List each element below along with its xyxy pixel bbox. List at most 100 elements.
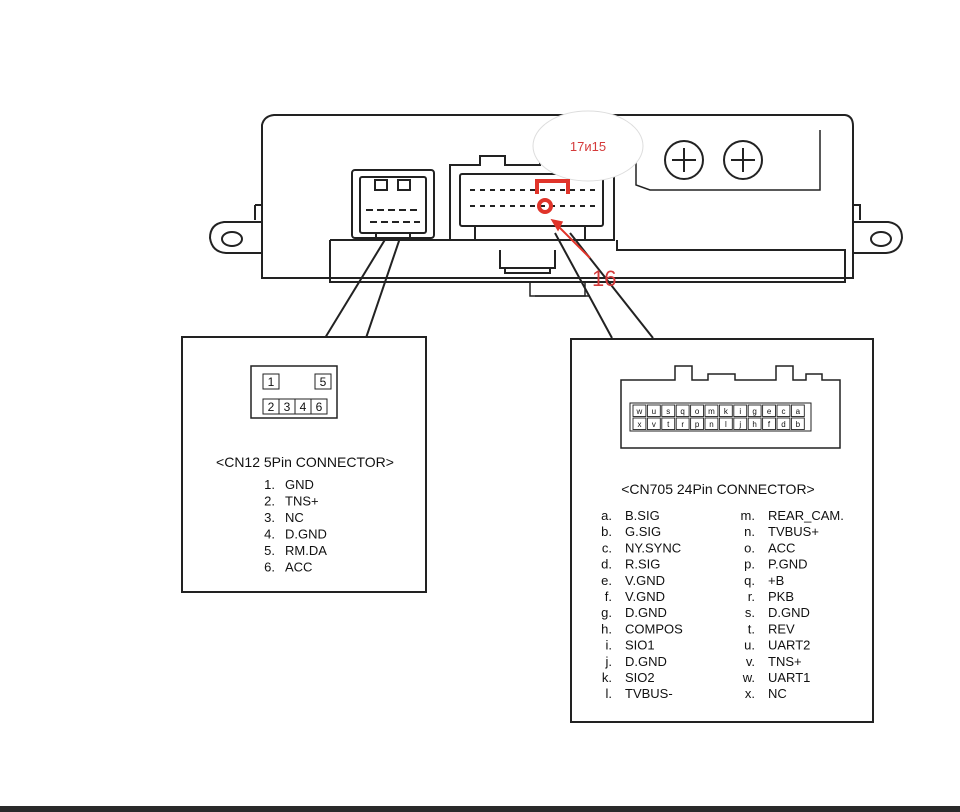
svg-text:p: p (695, 420, 700, 429)
svg-text:l: l (725, 420, 727, 429)
bottom-plate (329, 240, 846, 283)
svg-text:2: 2 (268, 400, 275, 414)
pin-name: COMPOS (625, 621, 683, 636)
pin-number: 3. (264, 510, 275, 525)
svg-text:t: t (667, 420, 670, 429)
pin-number: 1. (264, 477, 275, 492)
cn705-title: <CN705 24Pin CONNECTOR> (621, 481, 814, 497)
cn705-grid-cell: c (776, 404, 791, 417)
svg-text:e: e (767, 407, 772, 416)
cn705-grid-cell: e (762, 404, 776, 417)
pin-name: SIO1 (625, 638, 655, 653)
cn705-pin-row: o.ACC (744, 540, 795, 555)
cn705-pin-row: x. NC (745, 686, 787, 701)
svg-text:v: v (652, 420, 656, 429)
pin-letter: f. (605, 589, 612, 604)
svg-text:6: 6 (316, 400, 323, 414)
svg-text:a: a (796, 407, 801, 416)
bubble-text: 17и15 (570, 139, 606, 154)
cn705-grid-cell: p (690, 417, 704, 430)
cn705-grid-cell: q (675, 404, 690, 417)
cn12-title: <CN12 5Pin CONNECTOR> (216, 454, 394, 470)
cn705-pin-row: p.P.GND (744, 557, 807, 572)
cn705-pin-row: r.PKB (748, 589, 794, 604)
pin-letter: g. (601, 605, 612, 620)
cn705-pin-row: s.D.GND (745, 605, 810, 620)
pin-letter: u. (744, 638, 755, 653)
pin-letter: x. (745, 686, 755, 701)
cn705-pin-row: t.REV (748, 621, 795, 636)
cn705-grid-cell: r (675, 417, 690, 430)
cn705-grid-cell: t (661, 417, 676, 430)
svg-text:o: o (695, 407, 700, 416)
pin-name: TVBUS- (625, 686, 673, 701)
annotation-bubble: 17и15 (532, 110, 644, 182)
cn12-pin-row: 1.GND (264, 477, 314, 492)
pin-name: REAR_CAM. (768, 508, 844, 523)
pin-name: PKB (768, 589, 794, 604)
pin-letter: s. (745, 605, 755, 620)
cn705-pin-row: c.NY.SYNC (602, 540, 681, 555)
cn12-grid-cell: 6 (310, 398, 328, 415)
svg-text:5: 5 (320, 375, 327, 389)
pin-number: 4. (264, 527, 275, 542)
right-mount-ear (853, 221, 904, 254)
pin-name: G.SIG (625, 524, 661, 539)
screw-support (635, 130, 821, 191)
pin-letter: l. (606, 686, 613, 701)
cn705-grid-cell: x (632, 417, 647, 430)
pin-letter: t. (748, 621, 755, 636)
cn705-grid-cell: s (661, 404, 676, 417)
pin-name: NY.SYNC (625, 540, 681, 555)
pin-letter: k. (602, 670, 612, 685)
cn705-pin-row: u.UART2 (744, 638, 810, 653)
svg-text:n: n (709, 420, 713, 429)
bottom-bar (0, 806, 960, 812)
cn705-grid-cell: k (718, 404, 733, 417)
pin-name: ACC (768, 540, 795, 555)
svg-text:b: b (796, 420, 801, 429)
cn705-pin-row: q.+B (744, 573, 784, 588)
svg-text:c: c (781, 407, 785, 416)
pin-name: SIO2 (625, 670, 655, 685)
cn705-plug-outline (620, 365, 841, 449)
cn705-grid-cell: d (776, 417, 791, 430)
cn705-pin-row: m.REAR_CAM. (741, 508, 844, 523)
svg-text:i: i (739, 407, 741, 416)
pin-name: D.GND (285, 527, 327, 542)
cn705-grid-cell: o (690, 404, 704, 417)
pin-number: 5. (264, 543, 275, 558)
cn705-pin-row: i.SIO1 (606, 638, 655, 653)
cn705-grid-cell: h (747, 417, 762, 430)
pin-name: UART1 (768, 670, 810, 685)
cn705-pin-row: j.D.GND (605, 654, 667, 669)
cn705-pin-row: h.COMPOS (601, 621, 683, 636)
svg-text:s: s (666, 407, 670, 416)
pin-name: R.SIG (625, 557, 660, 572)
svg-text:u: u (652, 407, 656, 416)
pin-letter: p. (744, 557, 755, 572)
cn705-grid-cell: a (790, 404, 805, 417)
svg-text:f: f (768, 420, 771, 429)
pin-letter: w. (742, 670, 755, 685)
svg-text:3: 3 (284, 400, 291, 414)
svg-text:m: m (708, 407, 715, 416)
pin-name: B.SIG (625, 508, 660, 523)
cn705-pin-row: e.V.GND (601, 573, 665, 588)
cn705-pin-row: d.R.SIG (601, 557, 660, 572)
svg-text:w: w (636, 407, 643, 416)
cn705-grid-cell: g (747, 404, 762, 417)
pin-name: V.GND (625, 589, 665, 604)
pin-name: TNS+ (768, 654, 802, 669)
cn12-pin-row: 2.TNS+ (264, 494, 318, 509)
cn705-grid-cell: j (733, 417, 748, 430)
pin-letter: n. (744, 524, 755, 539)
pin-number: 2. (264, 494, 275, 509)
left-mount-ear (208, 221, 262, 254)
pin-name: NC (768, 686, 787, 701)
